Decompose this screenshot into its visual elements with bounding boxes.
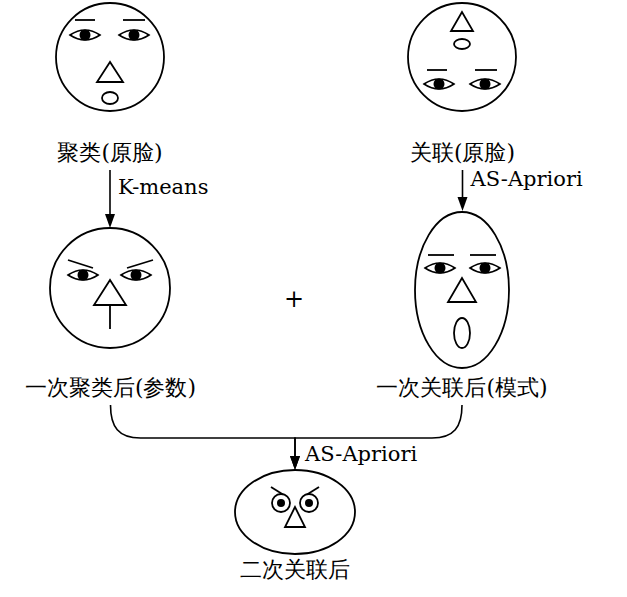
face-drawing [23, 225, 198, 375]
arrow-connector [290, 405, 462, 470]
face-drawing [25, 0, 195, 140]
face-caption: 关联(原脸) [375, 140, 550, 166]
face-drawing [342, 208, 582, 375]
first-association-face: 一次关联后(模式) [342, 208, 582, 401]
plus-sign: + [284, 286, 304, 312]
face-caption: 聚类(原脸) [25, 140, 195, 166]
face-caption: 二次关联后 [195, 557, 395, 583]
second-association-face: 二次关联后 [195, 467, 395, 583]
first-cluster-face: 一次聚类后(参数) [23, 225, 198, 401]
arrow-connector [458, 170, 468, 211]
association-face: 关联(原脸) [375, 0, 550, 166]
face-caption: 一次关联后(模式) [342, 375, 582, 401]
face-drawing [195, 467, 395, 557]
algorithm-label: K-means [116, 175, 210, 199]
algorithm-label: AS-Apriori [303, 442, 419, 466]
algorithm-label: AS-Apriori [469, 167, 585, 191]
cluster-face: 聚类(原脸) [25, 0, 195, 166]
arrow-connector [111, 405, 301, 470]
face-caption: 一次聚类后(参数) [23, 375, 198, 401]
face-drawing [375, 0, 550, 140]
arrow-connector [105, 170, 115, 228]
